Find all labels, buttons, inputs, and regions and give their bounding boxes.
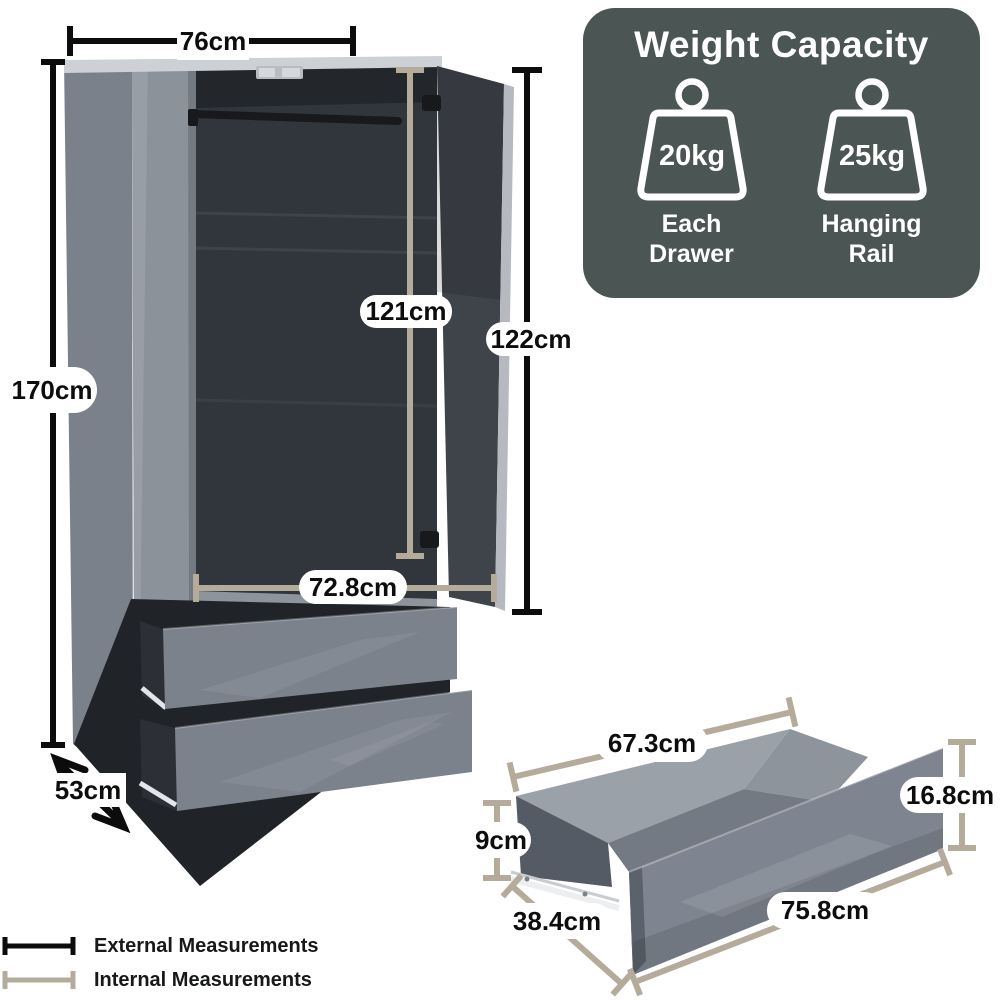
wardrobe-top-panel [64,56,442,73]
interior-seam [195,246,438,255]
wardrobe-side-panel [64,60,133,793]
weight-capacity-item-drawer: 20kg Each Drawer [613,78,771,269]
lower-drawer-runner [138,780,178,808]
lower-drawer-gloss [220,712,452,792]
top-bracket-tab [282,68,300,77]
upper-drawer-side [140,621,165,709]
lower-drawer-gloss [330,722,445,766]
interior-seam [195,211,438,220]
weight-icon: 20kg [636,78,747,201]
left-door-highlight [132,64,148,644]
dim-label-bg [177,22,249,60]
dim-label-drawer-front-height: 16.8cm [906,780,994,810]
upper-drawer-front [163,607,457,709]
rail-bracket [188,109,198,126]
dim-label-pill [596,724,708,762]
drawer-front-left-edge [629,867,646,975]
drawer-runner-rail [510,876,620,911]
dim-label-pill [360,295,452,328]
weight-value: 20kg [658,140,724,172]
dim-label-wardrobe-height: 170cm [12,375,93,405]
hanging-rail [188,110,402,125]
weight-icon: 25kg [816,78,927,201]
legend-internal-label: Internal Measurements [94,968,312,991]
dim-label-drawer-depth: 38.4cm [513,906,601,936]
dim-label-pill [7,367,97,413]
legend-external-row: External Measurements [2,933,319,959]
weight-capacity-badge: Weight Capacity 20kg Each Drawer 25kg Ha… [583,8,980,298]
dim-label-bg [50,773,126,807]
upper-drawer-runner [140,686,168,710]
drawer-front-panel [629,748,943,975]
lower-drawer-top-edge [174,689,473,729]
dim-label-door-height: 122cm [491,324,572,354]
runner-screw [524,876,530,882]
dim-label-wardrobe-depth: 53cm [55,775,122,805]
weight-capacity-items: 20kg Each Drawer 25kg Hanging Rail [613,78,951,269]
drawer-right-wall [744,729,868,802]
door-hinge-icon [422,95,441,111]
dim-label-pill [299,570,407,604]
dim-label-wardrobe-width: 76cm [180,26,247,56]
dim-label-pill [486,322,576,356]
legend-external-label: External Measurements [94,934,319,957]
wardrobe-illustration [64,56,514,886]
right-door-top-shade [437,66,504,300]
dim-label-pill [502,903,612,939]
dim-label-pill [767,892,883,929]
runner-screw [582,891,588,897]
wardrobe-right-door [437,66,504,607]
drawer-bottom [608,784,857,872]
depth-arrowhead-icon [91,795,131,834]
weight-value: 25kg [838,140,904,172]
dim-label-internal-height: 121cm [366,296,447,326]
left-door-shadow [188,67,196,609]
drawer-front-gloss [680,834,892,917]
top-bracket-tab [259,68,275,77]
dim-label-pill [900,777,1000,813]
upper-drawer-gloss [200,632,420,698]
wardrobe-left-door [132,64,196,644]
weight-capacity-title: Weight Capacity [634,24,929,65]
dim-label-drawer-internal-width: 67.3cm [608,728,696,758]
dim-label-pill [471,822,531,858]
upper-drawer-top-edge [162,606,458,630]
measurement-legend: External Measurements Internal Measureme… [2,933,319,993]
internal-line-icon [2,971,76,989]
external-line-icon [2,937,76,955]
dim-label-internal-width: 72.8cm [309,572,397,602]
drawer-runner-rail [510,870,620,903]
drawer-back-wall [516,729,790,843]
weight-item-label: Hanging Rail [821,210,922,268]
drawer-front-top-edge [628,747,944,873]
interior-seam [195,398,438,408]
wardrobe-interior [196,62,437,612]
door-hinge-icon [420,531,439,548]
legend-internal-row: Internal Measurements [2,967,319,993]
weight-capacity-item-rail: 25kg Hanging Rail [793,78,951,269]
dim-label-drawer-front-width: 75.8cm [781,895,869,925]
dim-label-drawer-side-height: 9cm [475,825,527,855]
weight-item-label: Each Drawer [649,210,734,268]
lower-drawer-front [175,690,472,811]
drawer-left-outer-side [516,796,612,887]
